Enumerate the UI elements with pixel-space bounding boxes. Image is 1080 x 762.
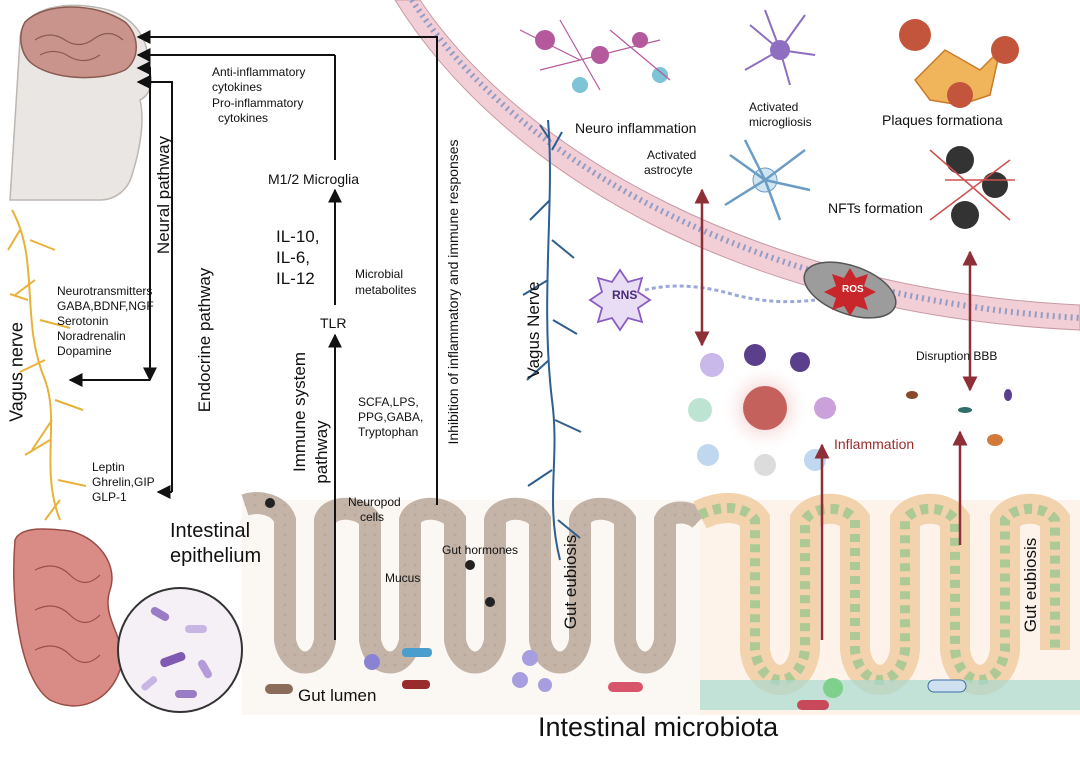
pathway-arrows <box>68 30 438 640</box>
cytokines-label-2: cytokines <box>218 111 269 125</box>
activated-microgliosis-icon <box>744 9 816 86</box>
rns-label: RNS <box>612 288 638 302</box>
neuro-inflammation-label: Neuro inflammation <box>575 120 697 136</box>
activated-microgliosis-label-2: microgliosis <box>749 115 812 129</box>
neuropod-label-1: Neuropod <box>348 495 401 509</box>
blood-vessel <box>394 0 1080 331</box>
gut-lumen-label: Gut lumen <box>298 686 377 705</box>
neural-pathway-arrow <box>136 61 157 382</box>
villi-right <box>693 493 1080 710</box>
metabolites-label: metabolites <box>355 283 417 297</box>
mucus-label: Mucus <box>385 571 421 585</box>
microbial-label: Microbial <box>355 267 404 281</box>
villi-left <box>241 492 708 715</box>
gut-eubiosis-mid-label: Gut eubiosis <box>561 534 580 630</box>
endocrine-pathway-label: Endocrine pathway <box>195 267 214 413</box>
nfts-label: NFTs formation <box>828 200 923 216</box>
vagus-nerve-mid-label: Vagus Nerve <box>524 281 543 379</box>
activated-astrocyte-label-1: Activated <box>647 148 697 162</box>
leptin-label: Leptin <box>92 460 125 474</box>
glp1-label: GLP-1 <box>92 490 127 504</box>
nfts-icon <box>929 146 1015 229</box>
microglia-label: M1/2 Microglia <box>268 171 360 187</box>
activated-astrocyte-icon <box>724 139 811 221</box>
endocrine-pathway-arrow <box>136 75 173 492</box>
disruption-bbb-label: Disruption BBB <box>916 349 998 363</box>
vagus-nerve-mid-illustration <box>522 119 582 561</box>
dopamine-label: Dopamine <box>57 344 112 358</box>
immune-pathway-label-1: Immune system <box>290 352 309 472</box>
intestine-icon <box>13 528 123 707</box>
inhibition-arrow <box>136 30 438 505</box>
ros-label: ROS <box>842 284 864 295</box>
activated-astrocyte-label-2: astrocyte <box>644 163 693 177</box>
serotonin-label: Serotonin <box>57 314 109 328</box>
inflammation-label: Inflammation <box>834 436 915 452</box>
intestinal-epithelium-label-2: epithelium <box>170 545 262 567</box>
plaques-label: Plaques formationa <box>882 112 1003 128</box>
neurotransmitters-label: Neurotransmitters <box>57 284 153 298</box>
microbiota-circle-icon <box>117 587 243 713</box>
inflammation-cluster-icon <box>688 344 836 476</box>
intestinal-epithelium-label-1: Intestinal <box>170 520 251 542</box>
scfa-label-1: SCFA,LPS, <box>358 395 419 409</box>
plaques-icon <box>899 19 1019 108</box>
gut-lumen-bacteria-icon <box>265 498 967 710</box>
pro-inflammatory-label: Pro-inflammatory <box>212 96 304 110</box>
il12-label: IL-12 <box>276 269 315 288</box>
mitochondria-icon <box>803 261 897 319</box>
rns-star-icon <box>588 268 816 332</box>
noradrenalin-label: Noradrenalin <box>57 329 126 343</box>
cytokines-label-1: cytokines <box>212 80 263 94</box>
immune-pathway-label-2: pathway <box>312 420 331 484</box>
neuropod-label-2: cells <box>360 510 385 524</box>
vagus-nerve-left-label: Vagus nerve <box>6 322 27 422</box>
brain-head-icon <box>9 4 152 201</box>
tlr-label: TLR <box>320 315 347 331</box>
neurons-cluster-icon <box>519 19 671 93</box>
bbb-particles-icon <box>906 389 1012 446</box>
intestinal-microbiota-label: Intestinal microbiota <box>538 712 779 742</box>
il6-label: IL-6, <box>276 248 311 267</box>
il10-label: IL-10, <box>276 227 320 246</box>
anti-inflammatory-label: Anti-inflammatory <box>212 65 306 79</box>
red-arrows <box>694 188 978 640</box>
gaba-label: GABA,BDNF,NGF <box>57 299 154 313</box>
scfa-label-3: Tryptophan <box>358 425 419 439</box>
activated-microgliosis-label-1: Activated <box>749 100 799 114</box>
inhibition-label: Inhibition of inflammatory and immune re… <box>445 139 461 445</box>
vagus-nerve-left-illustration <box>7 209 87 521</box>
neural-pathway-label: Neural pathway <box>154 135 173 255</box>
gut-eubiosis-right-label: Gut eubiosis <box>1021 537 1040 633</box>
ghrelin-label: Ghrelin,GIP <box>92 475 155 489</box>
scfa-label-2: PPG,GABA, <box>358 410 424 424</box>
gut-hormones-label: Gut hormones <box>442 543 519 557</box>
